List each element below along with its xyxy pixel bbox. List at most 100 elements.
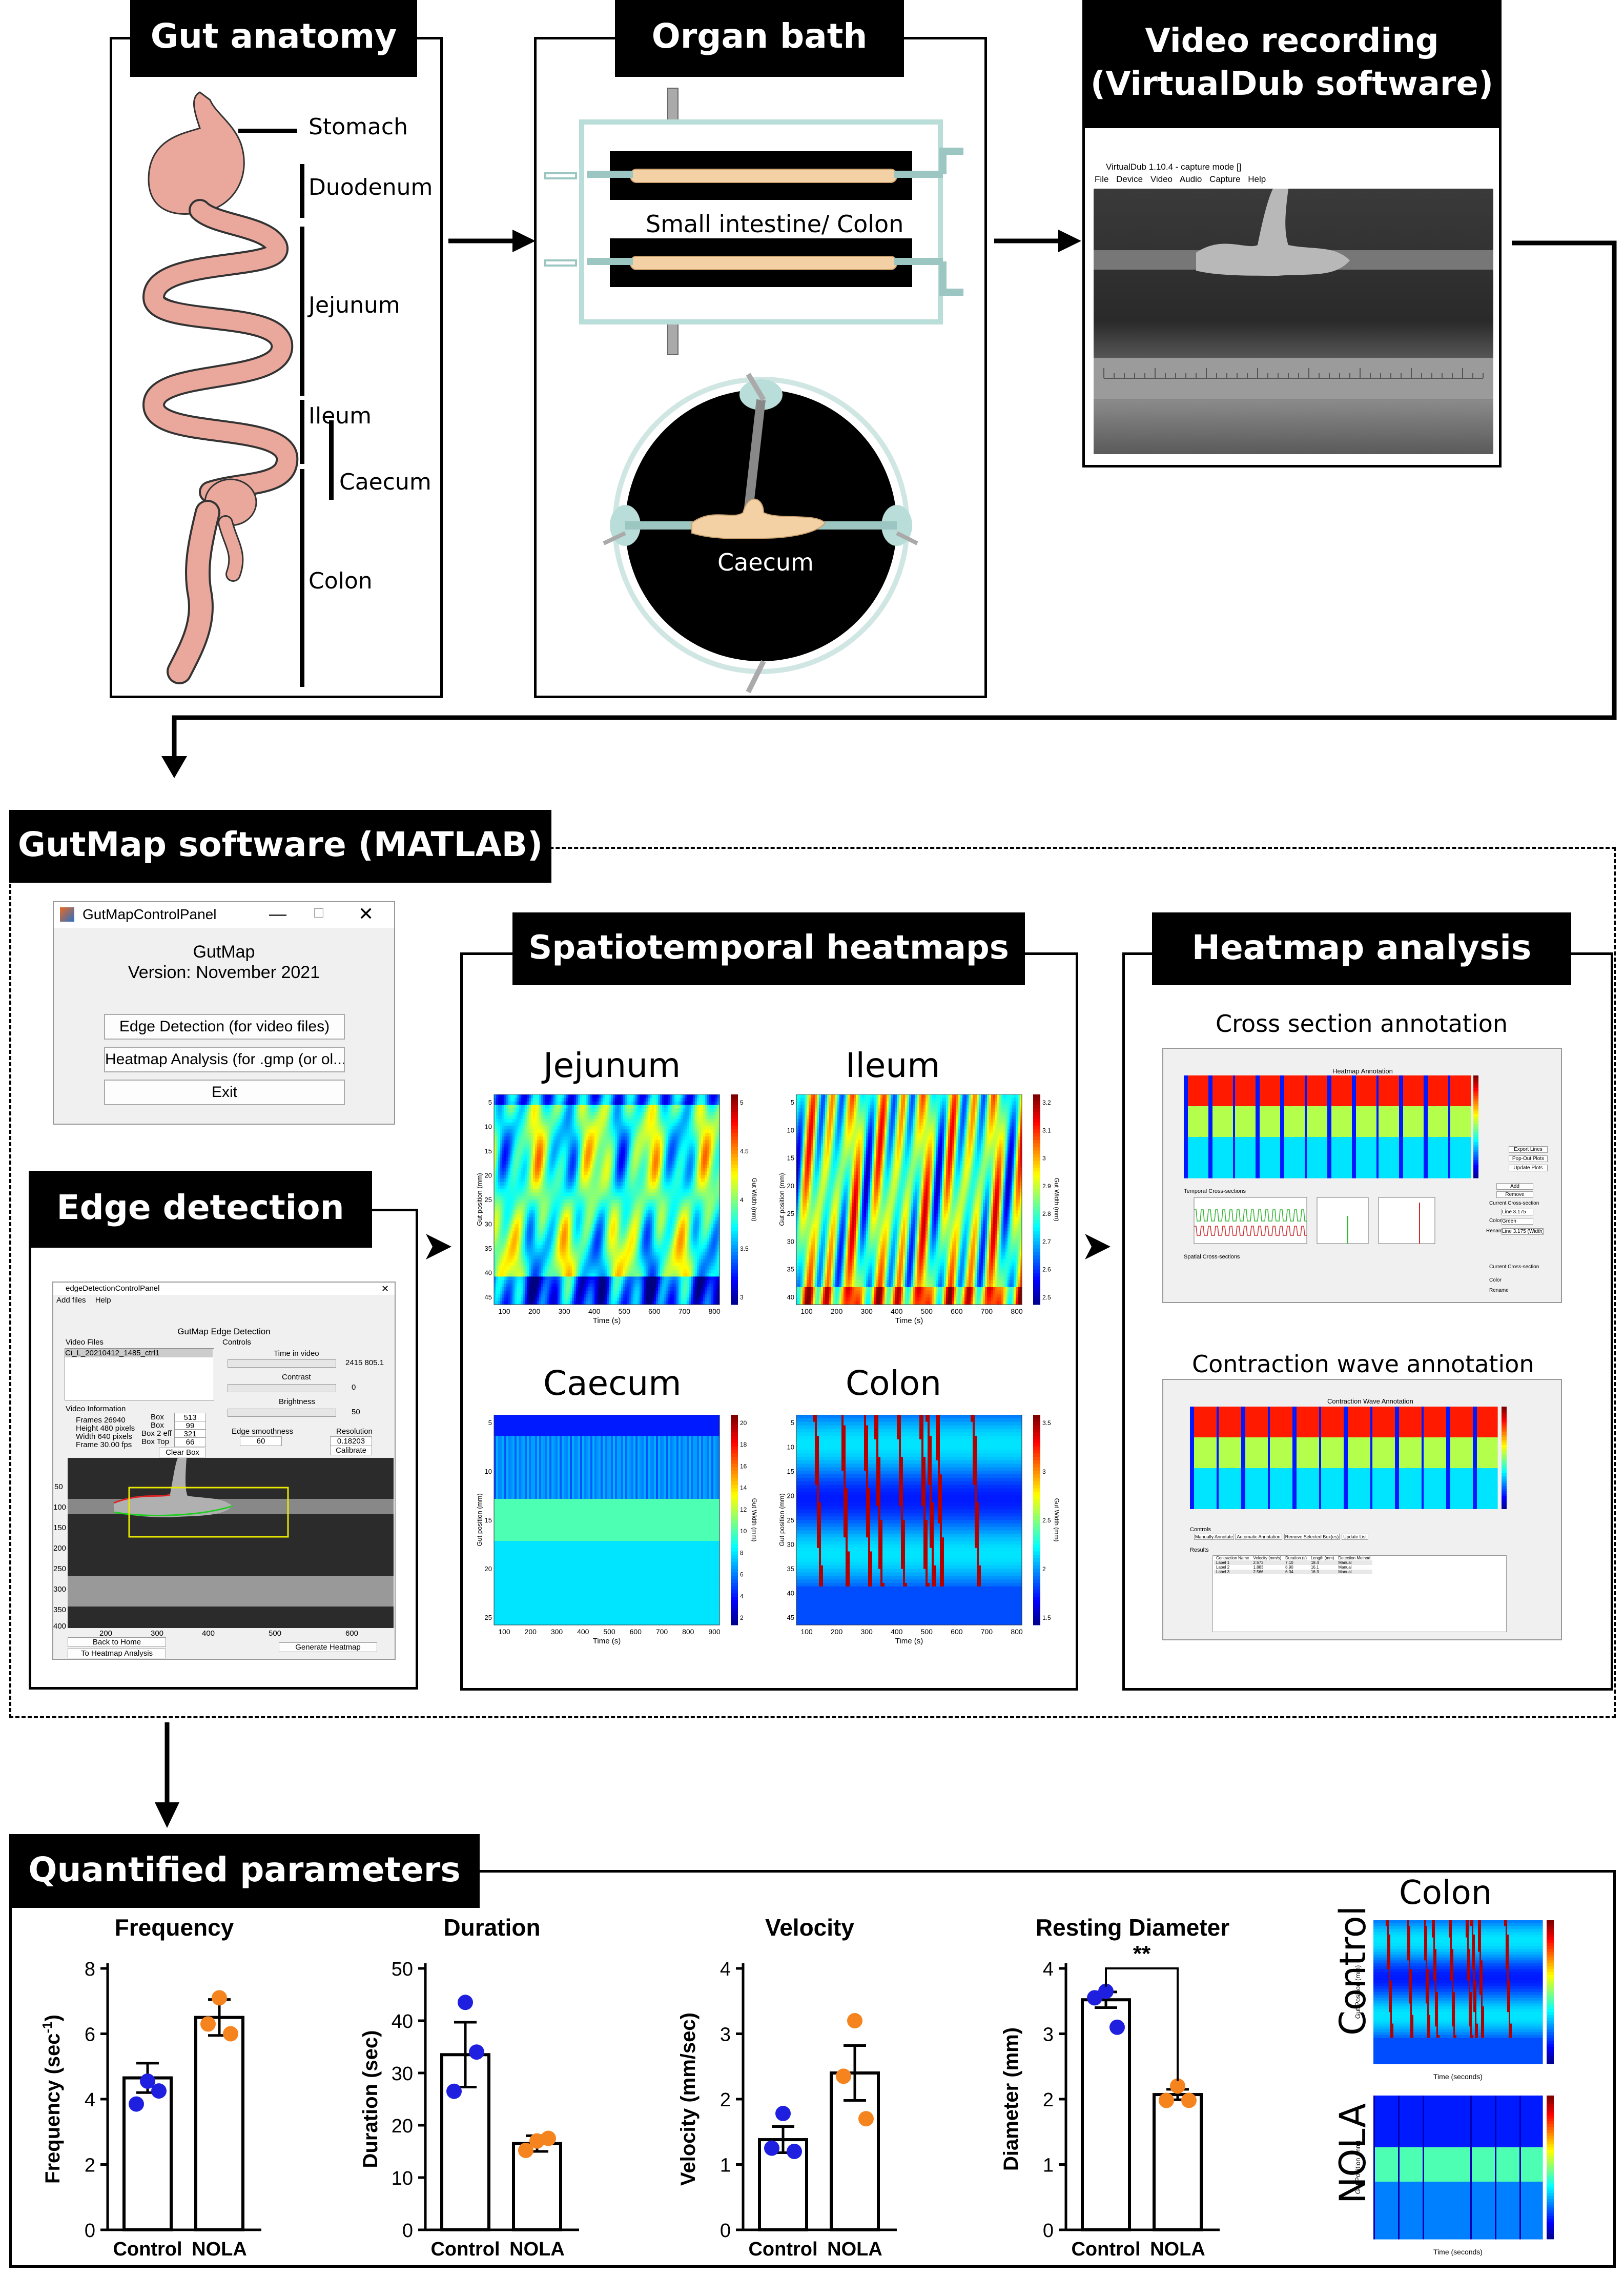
- heatmap-cell: [650, 1126, 652, 1130]
- video-files-list[interactable]: Ci_L_20210412_1485_ctrl1: [65, 1348, 214, 1400]
- heatmap-cell: [650, 1248, 652, 1253]
- heatmap-cell: [601, 1231, 603, 1235]
- heatmap-cell: [515, 1259, 517, 1263]
- contrast-slider[interactable]: [228, 1384, 336, 1392]
- minimize-icon[interactable]: —: [269, 904, 286, 924]
- heatmap-analysis-button[interactable]: Heatmap Analysis (for .gmp (or ol...: [104, 1047, 345, 1072]
- heatmap-cell: [533, 1221, 536, 1225]
- heatmap-cell: [601, 1224, 603, 1228]
- box-value-4[interactable]: 66: [174, 1437, 206, 1447]
- heatmap-cell: [586, 1259, 589, 1263]
- heatmap-cell: [527, 1276, 529, 1280]
- box-value-2[interactable]: 99: [174, 1421, 206, 1431]
- heatmap-cell: [535, 1101, 538, 1106]
- menu-file[interactable]: File: [1095, 174, 1108, 184]
- menu-add-files[interactable]: Add files: [56, 1296, 86, 1305]
- menu-audio[interactable]: Audio: [1180, 174, 1202, 184]
- brightness-slider[interactable]: [228, 1409, 336, 1417]
- to-heatmap-analysis-button[interactable]: To Heatmap Analysis: [68, 1649, 166, 1658]
- heatmap-cell: [502, 1108, 505, 1112]
- calibrate-button[interactable]: Calibrate: [330, 1446, 372, 1455]
- heatmap-cell: [496, 1161, 499, 1165]
- heatmap-cell: [533, 1269, 536, 1274]
- heatmap-cell: [531, 1122, 533, 1127]
- heatmap-cell: [621, 1287, 624, 1291]
- heatmap-cell: [506, 1147, 509, 1151]
- heatmap-cell: [650, 1276, 652, 1280]
- resolution-value[interactable]: 0.18203: [330, 1436, 372, 1446]
- edge-detection-button[interactable]: Edge Detection (for video files): [104, 1014, 345, 1040]
- heatmap-cell: [619, 1196, 622, 1200]
- heatmap-cell: [556, 1287, 558, 1291]
- generate-heatmap-button[interactable]: Generate Heatmap: [279, 1642, 377, 1652]
- heatmap-cell: [517, 1164, 519, 1169]
- label-ileum: Ileum: [309, 403, 372, 429]
- heatmap-cell: [580, 1112, 583, 1116]
- heatmap-cell: [603, 1301, 605, 1305]
- heatmap-cell: [558, 1294, 560, 1298]
- menu-device[interactable]: Device: [1116, 174, 1143, 184]
- heatmap-cell: [590, 1154, 593, 1158]
- heatmap-cell: [646, 1269, 648, 1274]
- heatmap-cell: [551, 1126, 554, 1130]
- heatmap-cell: [506, 1112, 509, 1116]
- edge-smoothness-value[interactable]: 60: [240, 1436, 282, 1446]
- heatmap-cell: [517, 1297, 519, 1302]
- heatmap-cell: [635, 1097, 638, 1102]
- heatmap-cell: [547, 1129, 550, 1133]
- heatmap-cell: [648, 1245, 650, 1249]
- box-value-1[interactable]: 513: [174, 1413, 206, 1422]
- menu-video[interactable]: Video: [1150, 174, 1173, 184]
- exit-button[interactable]: Exit: [104, 1080, 345, 1105]
- back-to-home-button[interactable]: Back to Home: [68, 1637, 166, 1647]
- heatmap-cell: [519, 1287, 521, 1291]
- heatmap-cell: [605, 1150, 607, 1154]
- heatmap-cell: [551, 1297, 554, 1302]
- clear-box-button[interactable]: Clear Box: [159, 1448, 206, 1457]
- heatmap-cell: [535, 1161, 538, 1165]
- time-slider[interactable]: [228, 1359, 336, 1368]
- heatmap-cell: [502, 1280, 505, 1284]
- heatmap-cell: [650, 1231, 652, 1235]
- heatmap-cell: [607, 1242, 609, 1246]
- heatmap-cell: [572, 1105, 574, 1109]
- heatmap-cell: [515, 1157, 517, 1162]
- heatmap-cell: [623, 1196, 626, 1200]
- menu-help-edge[interactable]: Help: [95, 1296, 111, 1305]
- heatmap-cell: [623, 1168, 626, 1172]
- heatmap-cell: [656, 1227, 659, 1232]
- close-icon[interactable]: ✕: [358, 903, 374, 925]
- heatmap-cell: [646, 1242, 648, 1246]
- heatmap-cell: [549, 1255, 552, 1259]
- heatmap-cell: [580, 1301, 583, 1305]
- heatmap-cell: [523, 1227, 525, 1232]
- heatmap-cell: [582, 1108, 585, 1112]
- menu-capture[interactable]: Capture: [1209, 174, 1240, 184]
- heatmap-cell: [519, 1203, 521, 1207]
- heatmap-cell: [525, 1189, 527, 1193]
- heatmap-cell: [502, 1119, 505, 1123]
- heatmap-cell: [601, 1200, 603, 1204]
- heatmap-cell: [508, 1182, 511, 1186]
- edge-close-icon[interactable]: ✕: [381, 1284, 389, 1294]
- heatmap-cell: [640, 1126, 642, 1130]
- heatmap-cell: [654, 1150, 656, 1154]
- heatmap-cell: [597, 1140, 599, 1144]
- menu-help[interactable]: Help: [1248, 174, 1266, 184]
- heatmap-cell: [623, 1157, 626, 1162]
- heatmap-cell: [562, 1150, 564, 1154]
- heatmap-cell: [560, 1108, 562, 1112]
- heatmap-cell: [566, 1140, 568, 1144]
- box-value-3[interactable]: 321: [174, 1429, 206, 1439]
- maximize-icon[interactable]: □: [314, 904, 323, 922]
- heatmap-cell: [533, 1248, 536, 1253]
- heatmap-cell: [517, 1126, 519, 1130]
- heatmap-cell: [574, 1122, 577, 1127]
- video-file-item[interactable]: Ci_L_20210412_1485_ctrl1: [65, 1349, 213, 1357]
- heatmap-cell: [588, 1221, 591, 1225]
- heatmap-cell: [531, 1245, 533, 1249]
- heatmap-cell: [568, 1280, 570, 1284]
- heatmap-cell: [527, 1175, 529, 1179]
- heatmap-cell: [506, 1154, 509, 1158]
- heatmap-cell: [619, 1266, 622, 1270]
